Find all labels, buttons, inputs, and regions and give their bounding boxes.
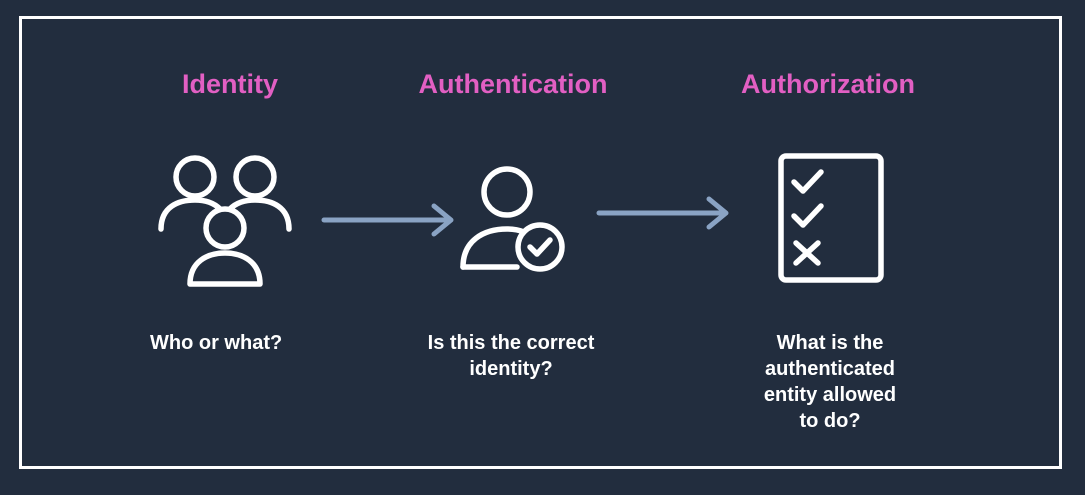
user-check-icon	[460, 166, 565, 272]
checklist-icon	[778, 153, 884, 283]
authentication-description: Is this the correct identity?	[427, 332, 595, 380]
authorization-description: What is the authenticated entity allowed…	[763, 332, 897, 432]
diagram-frame	[19, 16, 1062, 469]
arrow-right-icon	[321, 203, 454, 237]
authorization-title: Authorization	[741, 69, 915, 99]
users-group-icon	[158, 155, 292, 287]
identity-description: Who or what?	[150, 332, 283, 354]
identity-title: Identity	[181, 69, 278, 99]
arrow-right-icon	[596, 196, 729, 230]
authentication-title: Authentication	[418, 69, 608, 99]
